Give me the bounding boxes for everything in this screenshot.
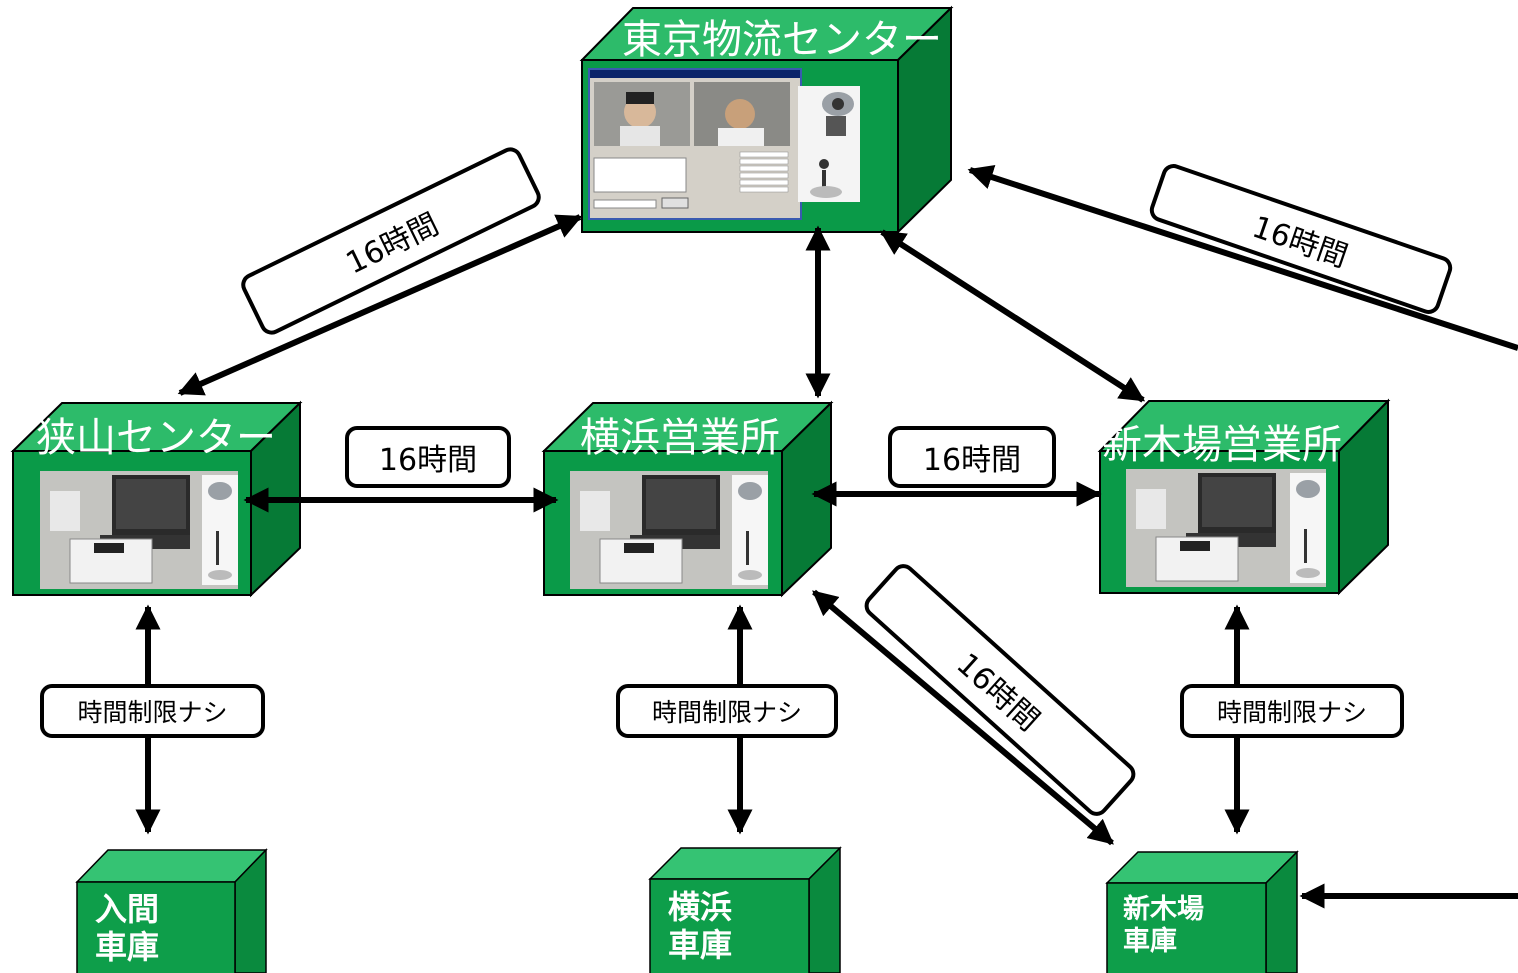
- arrow-tokyo-shinkiba: [879, 229, 1146, 403]
- yokohama-equipment-photo: [570, 471, 768, 589]
- shinkiba-office-title: 新木場営業所: [1102, 422, 1342, 468]
- shinkiba-equipment-photo: [1126, 469, 1326, 587]
- sayama-center-title: 狭山センター: [36, 415, 276, 461]
- tokyo-center-title: 東京物流センター: [622, 17, 942, 63]
- shinkiba-garage-label: 新木場 車庫: [1123, 894, 1204, 958]
- arrow-yokohama-shinkiba-garage: [812, 589, 1114, 846]
- iruma-garage-box: [75, 848, 268, 973]
- label-shinkiba-garage: 時間制限ナシ: [1180, 684, 1404, 738]
- tokyo-app-screenshot: [588, 68, 802, 220]
- yokohama-garage-label: 横浜 車庫: [668, 888, 733, 965]
- connection-arrows: [135, 165, 1518, 909]
- shinkiba-garage-box: [1105, 850, 1299, 973]
- yokohama-office-title: 横浜営業所: [580, 415, 780, 461]
- yokohama-garage-box: [648, 846, 842, 973]
- arrow-offscreen-tokyo: [967, 165, 1518, 351]
- label-sayama-yokohama: 16時間: [345, 426, 511, 488]
- arrow-tokyo-sayama: [177, 214, 583, 396]
- tokyo-camera-mic-photo: [798, 86, 860, 202]
- label-yokohama-garage: 時間制限ナシ: [616, 684, 838, 738]
- label-sayama-garage: 時間制限ナシ: [40, 684, 265, 738]
- iruma-garage-label: 入間 車庫: [95, 890, 160, 967]
- sayama-equipment-photo: [40, 471, 238, 589]
- label-yokohama-shinkiba: 16時間: [888, 426, 1056, 488]
